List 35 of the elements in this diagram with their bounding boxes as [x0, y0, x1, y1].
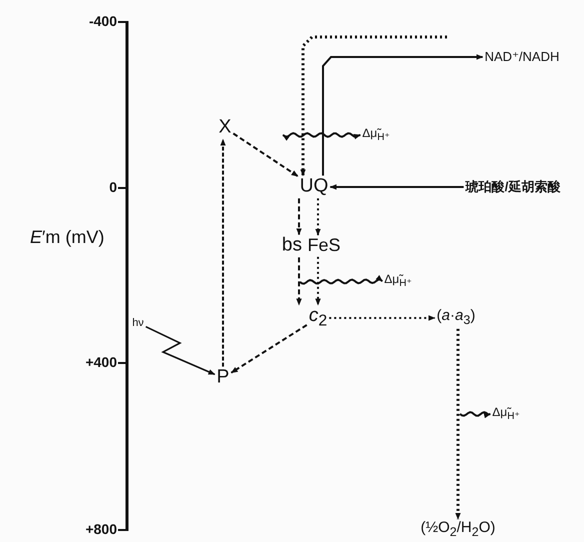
arrow — [296, 198, 302, 236]
arrow — [322, 54, 484, 176]
carrier-label: (a·a$_{3}$) — [436, 308, 476, 328]
redox-couple-label: NAD⁺/NADH — [484, 50, 560, 64]
proton-gradient-label: Δμ̃$_{H⁺}$ — [492, 406, 520, 422]
proton-gradient-label: Δμ̃$_{H⁺}$ — [384, 272, 412, 290]
arrow — [455, 328, 461, 520]
wavy-arrow — [459, 411, 491, 418]
light-label: hν — [132, 316, 144, 330]
axis-tick-label: +800 — [85, 522, 117, 538]
arrow — [315, 256, 321, 306]
arrow — [232, 132, 298, 178]
carrier-label: UQ — [300, 176, 328, 198]
arrow — [296, 257, 302, 306]
axis-tick-label: 0 — [109, 180, 117, 196]
wavy-arrow — [299, 274, 383, 285]
redox-couple-label: 琥珀酸/延胡索酸 — [466, 180, 560, 194]
carrier-label: X — [218, 118, 232, 138]
arrow — [329, 315, 436, 321]
arrow — [300, 36, 447, 176]
wavy-arrow — [282, 132, 361, 141]
carrier-label: bs — [268, 236, 302, 256]
carrier-label: c$_{2}$ — [308, 306, 328, 330]
axis-tick-label: +400 — [85, 354, 117, 370]
carrier-label: FeS — [307, 236, 341, 256]
redox-couple-label: (½O$_{2}$/H$_{2}$O) — [420, 520, 496, 540]
axis-tick-label: -400 — [88, 14, 117, 30]
arrow — [230, 324, 308, 374]
proton-gradient-label: Δμ̃$_{H⁺}$ — [362, 126, 390, 144]
arrow — [330, 184, 464, 190]
carrier-label: P — [216, 368, 230, 388]
arrow — [315, 198, 321, 236]
axis-title: E′m (mV) — [30, 228, 104, 248]
zigzag-arrow — [145, 326, 216, 376]
arrow — [220, 138, 226, 367]
